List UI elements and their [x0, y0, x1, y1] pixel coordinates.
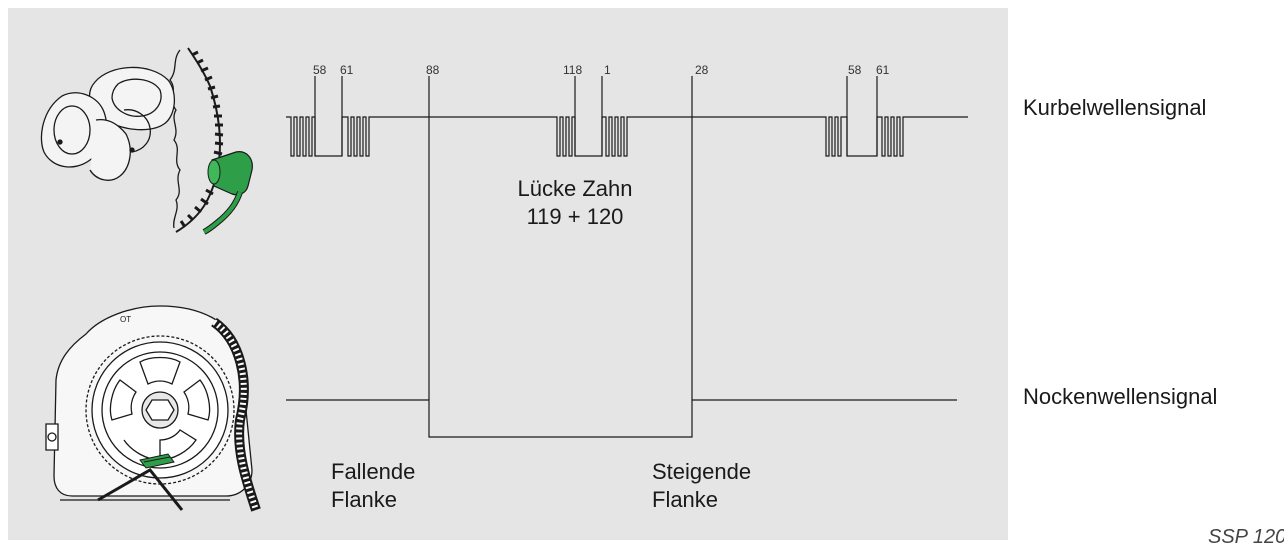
crankshaft-signal-waveform	[286, 116, 968, 157]
camshaft-sensor-illustration-icon: OT	[45, 305, 261, 512]
tooth-label-58b: 58	[848, 63, 862, 77]
tooth-label-28: 28	[695, 63, 709, 77]
tooth-label-61a: 61	[340, 63, 354, 77]
tooth-label-118: 118	[563, 63, 582, 77]
falling-edge-caption: Fallende Flanke	[331, 458, 415, 514]
camshaft-signal-label: Nockenwellensignal	[1023, 384, 1218, 409]
gap-caption: Lücke Zahn 119 + 120	[500, 175, 650, 231]
tooth-label-61b: 61	[876, 63, 890, 77]
figure-code: SSP 120	[1208, 526, 1284, 548]
rising-edge-caption: Steigende Flanke	[652, 458, 751, 514]
camshaft-signal-waveform	[286, 399, 957, 438]
rising-edge-line1: Steigende	[652, 459, 752, 484]
falling-edge-line1: Fallende	[331, 459, 416, 484]
falling-edge-line2: Flanke	[331, 487, 398, 512]
cam-sensor-icon	[139, 453, 175, 469]
svg-text:OT: OT	[120, 315, 131, 324]
tooth-marker-lines	[314, 76, 878, 400]
gap-caption-line2: 119 + 120	[526, 204, 624, 229]
crankshaft-signal-label: Kurbelwellensignal	[1023, 95, 1207, 120]
crankshaft-sensor-illustration-icon	[40, 47, 224, 233]
crank-sensor-icon	[202, 151, 253, 235]
tooth-label-58a: 58	[313, 63, 327, 77]
tooth-label-88: 88	[426, 63, 440, 77]
gap-caption-line1: Lücke Zahn	[517, 176, 633, 201]
rising-edge-line2: Flanke	[652, 487, 719, 512]
tooth-label-1: 1	[604, 63, 611, 77]
